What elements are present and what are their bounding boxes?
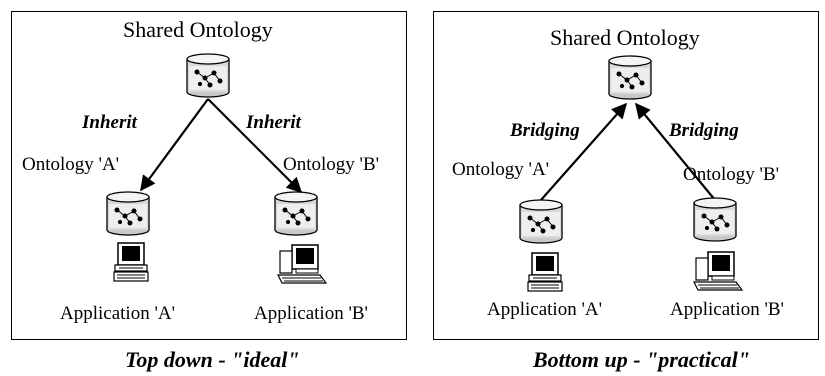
left-ontology-b-database-icon [274, 191, 318, 236]
left-inherit-label-b: Inherit [246, 112, 301, 133]
left-ontology-a-database-icon [106, 191, 150, 236]
right-application-b-computer-icon [693, 251, 743, 291]
left-shared-ontology-label: Shared Ontology [123, 17, 273, 42]
left-ontology-a-label: Ontology 'A' [22, 154, 120, 175]
right-ontology-a-label: Ontology 'A' [452, 159, 550, 180]
right-application-b-label: Application 'B' [670, 299, 784, 320]
right-caption: Bottom up - "practical" [533, 347, 750, 372]
right-application-a-label: Application 'A' [487, 299, 603, 320]
right-bridging-arrow-b [635, 102, 716, 201]
left-application-b-label: Application 'B' [254, 303, 368, 324]
right-bridging-label-a: Bridging [510, 120, 580, 141]
left-application-a-computer-icon [113, 242, 149, 282]
right-shared-ontology-label: Shared Ontology [550, 25, 700, 50]
left-caption: Top down - "ideal" [125, 347, 300, 372]
right-application-a-computer-icon [527, 252, 563, 292]
right-bridging-label-b: Bridging [669, 120, 739, 141]
left-ontology-b-label: Ontology 'B' [283, 154, 380, 175]
right-bridging-arrow-a [540, 102, 628, 201]
left-shared-ontology-database-icon [186, 53, 230, 98]
left-inherit-arrow-b [207, 98, 303, 194]
left-application-b-computer-icon [277, 244, 327, 284]
left-application-a-label: Application 'A' [60, 303, 176, 324]
left-inherit-arrow-a [140, 98, 209, 192]
right-ontology-a-database-icon [519, 199, 563, 244]
left-inherit-label-a: Inherit [82, 112, 137, 133]
right-ontology-b-database-icon [693, 197, 737, 242]
right-ontology-b-label: Ontology 'B' [683, 164, 780, 185]
right-shared-ontology-database-icon [608, 55, 652, 100]
